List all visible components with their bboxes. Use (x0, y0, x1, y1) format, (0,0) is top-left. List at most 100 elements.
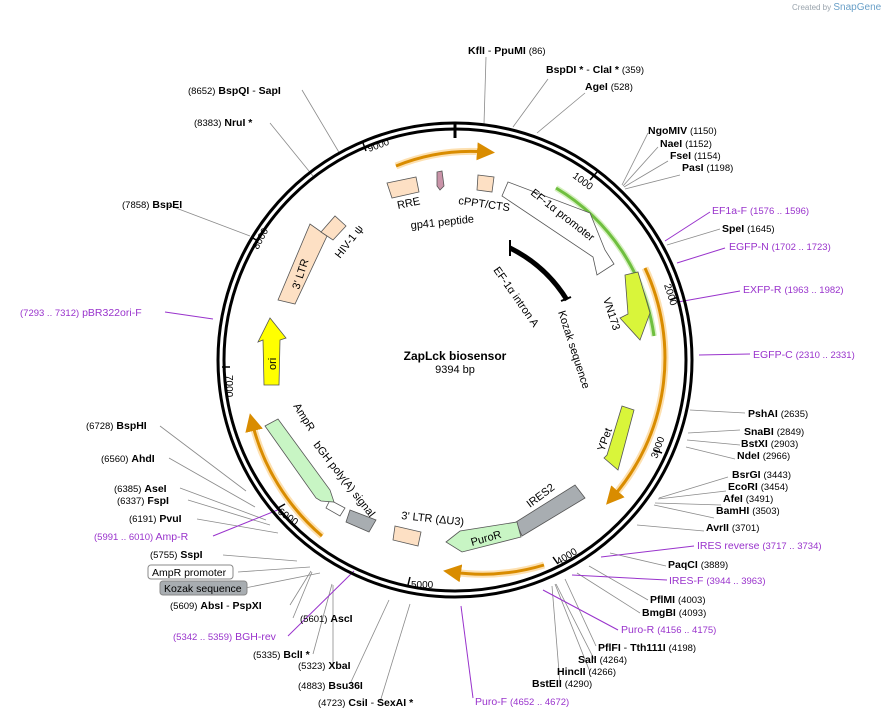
primer-range: (3944 .. 3963) (706, 576, 765, 587)
site-enzyme-name: AscI (330, 613, 352, 625)
feature-ef1a-promoter (501, 181, 615, 276)
site-enzyme-name: SapI (259, 85, 281, 97)
site-enzyme-name: HincII (557, 666, 586, 678)
site-position: (359) (622, 65, 644, 76)
site-avrii: AvrII (3701) (706, 522, 759, 534)
site-enzyme-name: FseI (670, 150, 691, 162)
site-position: (4003) (678, 595, 705, 606)
features (257, 170, 651, 553)
site-position: (86) (529, 46, 546, 57)
site-enzyme-name: - (583, 64, 592, 76)
site-bspdi: BspDI * - ClaI * (359) (546, 64, 644, 76)
site-position: (4266) (589, 667, 616, 678)
site-ndei: NdeI (2966) (737, 450, 790, 462)
feature-ltr3 (392, 525, 422, 547)
site-label-avrii: AvrII (3701) (706, 522, 759, 534)
site-label-ngomiv: NgoMIV (1150) (648, 125, 717, 137)
site-enzyme-name: AvrII (706, 522, 729, 534)
site-enzyme-name: NgoMIV (648, 125, 687, 137)
site-label-bsrgi: BsrGI (3443) (732, 469, 791, 481)
site-paqci: PaqCI (3889) (668, 559, 728, 571)
site-label-pflfi: PflFI - Tth111I (4198) (598, 642, 696, 654)
primer-exfp-r: EXFP-R (1963 .. 1982) (743, 284, 844, 296)
ampr-promoter-box: AmpR promoter (147, 564, 234, 580)
site-label-bspdi: BspDI * - ClaI * (359) (546, 64, 644, 76)
site-enzyme-name: NdeI (737, 450, 760, 462)
site-sspi: (5755) SspI (150, 549, 203, 561)
primer-name: IRES reverse (697, 540, 760, 552)
site-label-bmgbi: BmgBI (4093) (642, 607, 706, 619)
label-rre: RRE (396, 195, 421, 212)
site-position: (3454) (761, 482, 788, 493)
site-csii: (4723) CsiI - SexAI * (318, 697, 414, 709)
site-label-bsu36i: (4883) Bsu36I (298, 680, 363, 692)
feature-gp41 (436, 170, 445, 191)
enzyme-leaders (159, 56, 746, 703)
site-position: (4264) (600, 655, 627, 666)
site-label-bspqi: (8652) BspQI - SapI (188, 85, 281, 97)
site-enzyme-name: BsrGI (732, 469, 761, 481)
tick-label-2000: 2000 (661, 283, 678, 308)
primer-name: Puro-F (475, 696, 507, 708)
primer-name: EF1a-F (712, 205, 747, 217)
orf-arc-top (395, 142, 495, 168)
site-pvui: (6191) PvuI (129, 513, 182, 525)
primer-name: BGH-rev (235, 631, 277, 643)
label-ef1a-intron: EF-1α intron A (491, 265, 542, 330)
site-enzyme-name: BspEI (152, 199, 182, 211)
site-label-afei: AfeI (3491) (723, 493, 773, 505)
site-enzyme-name: - (621, 642, 630, 654)
site-asei: (6385) AseI (114, 483, 167, 495)
site-enzyme-name: - (485, 45, 494, 57)
enzyme-sites: KflI - PpuMI (86)BspDI * - ClaI * (359) A… (86, 45, 808, 709)
site-position: (3701) (732, 523, 759, 534)
site-label-fspi: (6337) FspI (117, 495, 169, 507)
site-enzyme-name: BstEII (532, 678, 562, 690)
site-pflmi: PflMI (4003) (650, 594, 705, 606)
kozak-sequence-label: Kozak sequence (164, 583, 242, 595)
site-position: (2903) (771, 439, 798, 450)
site-position: (1645) (747, 224, 774, 235)
site-label-asci: (5601) AscI (300, 613, 353, 625)
site-enzyme-name: SspI (180, 549, 202, 561)
site-enzyme-name: - (368, 697, 377, 709)
site-label-sspi: (5755) SspI (150, 549, 203, 561)
site-position: (528) (611, 82, 633, 93)
site-ahdi: (6560) AhdI (101, 453, 155, 465)
site-enzyme-name: PpuMI (494, 45, 526, 57)
site-pasi: PasI (1198) (682, 162, 733, 174)
tick-label-8000: 8000 (251, 226, 271, 251)
snapgene-credit: Created by SnapGene (792, 2, 881, 13)
site-position: (2635) (781, 409, 808, 420)
site-label-ndei: NdeI (2966) (737, 450, 790, 462)
site-enzyme-name: PaqCI (668, 559, 698, 571)
site-bsu36i: (4883) Bsu36I (298, 680, 363, 692)
site-position: (6191) (129, 514, 156, 525)
site-position: (5601) (300, 614, 327, 625)
label-ampr: AmpR (290, 401, 316, 433)
feature-puror (445, 521, 522, 553)
site-position: (1150) (690, 126, 717, 137)
site-label-bspei: (7858) BspEI (122, 199, 182, 211)
feature-rre (386, 176, 420, 199)
primer-range: (3717 .. 3734) (762, 541, 821, 552)
site-hincii: HincII (4266) (557, 666, 616, 678)
feature-hiv1psi (320, 215, 347, 241)
primer-range: (4652 .. 4672) (510, 697, 569, 708)
site-kfli: KflI - PpuMI (86) (468, 45, 546, 57)
site-label-bsphi: (6728) BspHI (86, 420, 147, 432)
site-bcli: (5335) BclI * (253, 649, 311, 661)
site-fspi: (6337) FspI (117, 495, 169, 507)
site-fsei: FseI (1154) (670, 150, 721, 162)
ef1a-intron-end-tick (560, 296, 572, 302)
site-position: (5755) (150, 550, 177, 561)
site-enzyme-name: PflFI (598, 642, 621, 654)
label-ltr3: 3' LTR (ΔU3) (401, 510, 465, 529)
orf-arc-bottom (443, 563, 545, 583)
feature-ef1a-intron (508, 245, 570, 302)
site-enzyme-name: CsiI (348, 697, 367, 709)
site-enzyme-name: SexAI * (377, 697, 414, 709)
label-vn173: VN173 (600, 296, 622, 332)
site-label-spei: SpeI (1645) (722, 223, 775, 235)
